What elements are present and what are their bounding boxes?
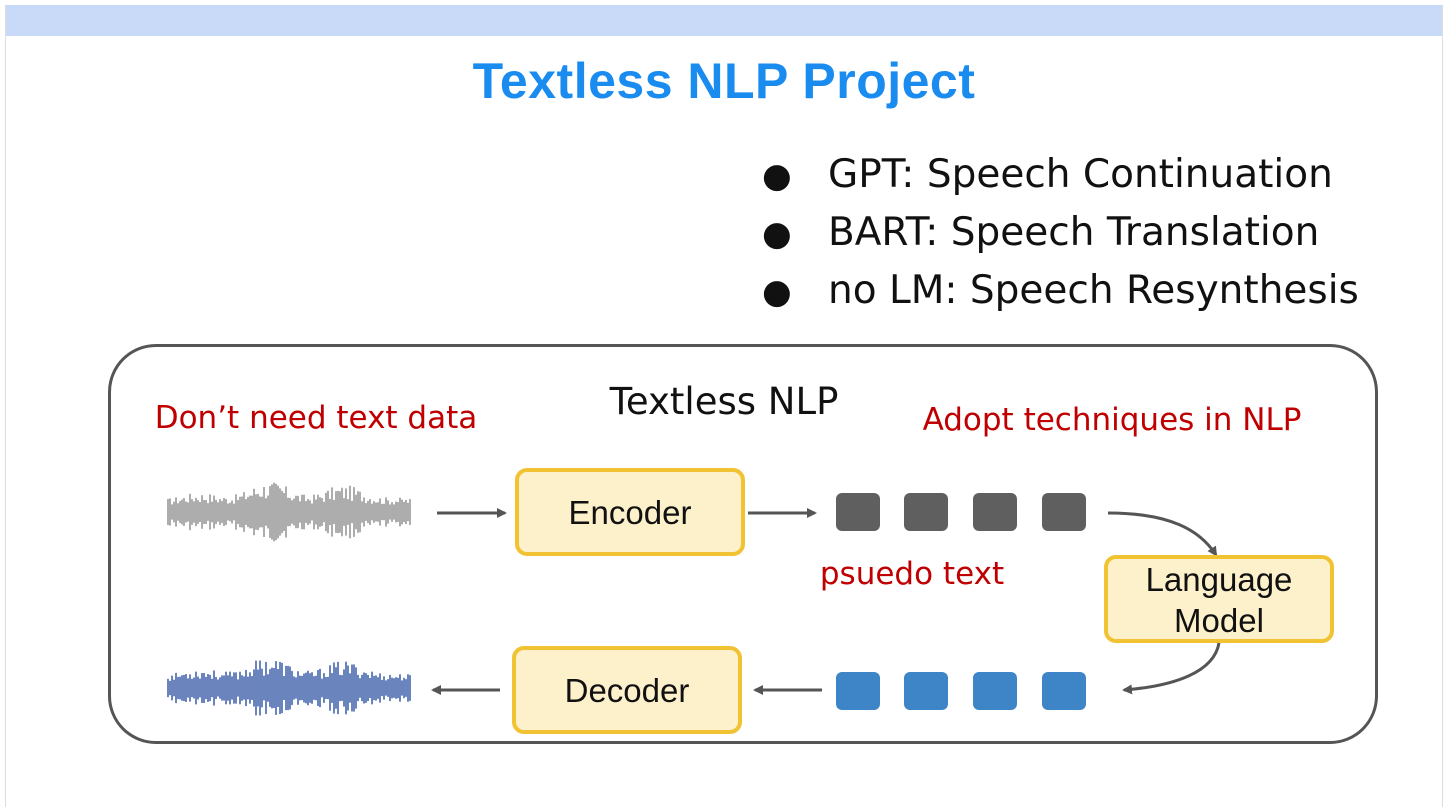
bullet-text: GPT: Speech Continuation: [828, 152, 1333, 197]
pseudo-text-label: psuedo text: [820, 556, 1004, 592]
output-token: [973, 672, 1017, 710]
output-token: [836, 672, 880, 710]
bullet-text: BART: Speech Translation: [828, 210, 1320, 255]
arrow-tokens-to-lm: [1107, 511, 1218, 557]
bullet-item: ● BART: Speech Translation: [762, 208, 1359, 266]
output-token: [904, 672, 948, 710]
top-band: [5, 5, 1443, 36]
language-model-box: [1104, 555, 1334, 643]
bullet-list: ● GPT: Speech Continuation ● BART: Speech …: [762, 150, 1359, 324]
pseudo-token: [973, 493, 1017, 531]
output-waveform-icon: [167, 660, 411, 716]
diagram-panel: [108, 344, 1378, 744]
slide-title: Textless NLP Project: [472, 53, 976, 109]
output-token: [1042, 672, 1086, 710]
bullet-dot-icon: ●: [762, 214, 792, 254]
pseudo-token: [1042, 493, 1086, 531]
encoder-box: [515, 468, 745, 556]
bullet-item: ● no LM: Speech Resynthesis: [762, 266, 1359, 324]
pseudo-token: [904, 493, 948, 531]
bullet-dot-icon: ●: [762, 156, 792, 196]
frame-right-edge: [1442, 5, 1443, 807]
decoder-box: [512, 646, 742, 734]
arrow-lm-to-tokens: [1122, 642, 1221, 695]
encoder-label: Encoder: [569, 494, 692, 531]
input-waveform-icon: [167, 482, 411, 542]
note-no-text-data: Don’t need text data: [155, 400, 478, 436]
bullet-item: ● GPT: Speech Continuation: [762, 150, 1359, 208]
pseudo-token: [836, 493, 880, 531]
bullet-dot-icon: ●: [762, 272, 792, 312]
diagram-heading: Textless NLP: [609, 380, 839, 423]
language-model-label-line1: Language: [1146, 561, 1293, 598]
frame-left-edge: [5, 5, 6, 807]
note-nlp-techniques: Adopt techniques in NLP: [923, 402, 1302, 438]
decoder-label: Decoder: [565, 672, 690, 709]
language-model-label-line2: Model: [1174, 602, 1264, 639]
bullet-text: no LM: Speech Resynthesis: [828, 268, 1359, 313]
